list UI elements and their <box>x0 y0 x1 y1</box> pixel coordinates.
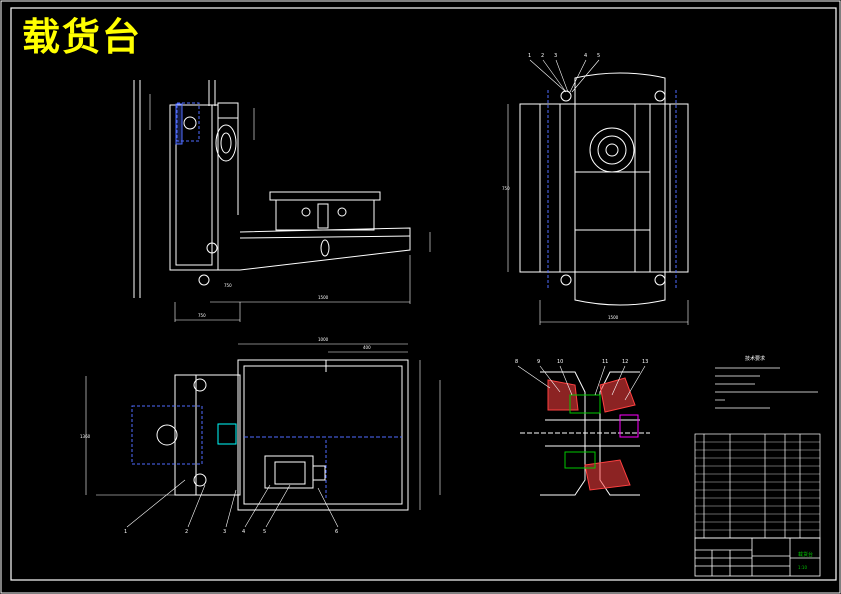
title-block-scale: 1:10 <box>798 565 807 570</box>
plan-callout-4: 4 <box>242 529 245 535</box>
detail-callout-5: 12 <box>622 359 628 365</box>
side-callout-4: 4 <box>584 53 587 59</box>
tech-notes-title: 技术要求 <box>745 355 765 362</box>
detail-section <box>520 371 650 496</box>
inner-border <box>10 7 837 581</box>
title-block-name: 载货台 <box>798 551 813 558</box>
plan-callout-6: 6 <box>335 529 338 535</box>
front-dim-label-3: 750 <box>224 283 232 288</box>
parts-list-rows <box>695 441 820 539</box>
side-callout-3: 3 <box>554 53 557 59</box>
plan-callout-5: 5 <box>263 529 266 535</box>
plan-callout-1: 1 <box>124 529 127 535</box>
detail-callout-4: 11 <box>602 359 608 365</box>
detail-callout-2: 9 <box>537 359 540 365</box>
front-dim-label-1: 750 <box>198 313 206 318</box>
plan-dim-label-2: 400 <box>363 345 371 350</box>
side-callout-2: 2 <box>541 53 544 59</box>
plan-dim-label-3: 1360 <box>80 434 91 439</box>
title-block <box>694 537 821 577</box>
plan-dim-label-1: 1000 <box>318 337 329 342</box>
parts-list <box>694 433 821 539</box>
detail-callout-6: 13 <box>642 359 648 365</box>
front-view-dimensions <box>149 94 431 322</box>
tech-notes-lines <box>715 367 818 409</box>
side-dim-label-2: 750 <box>502 186 510 191</box>
plan-callout-2: 2 <box>185 529 188 535</box>
side-view <box>519 72 689 306</box>
side-callout-5: 5 <box>597 53 600 59</box>
plan-view-dimensions <box>85 343 441 528</box>
side-dim-label-1: 1500 <box>608 315 619 320</box>
plan-callout-3: 3 <box>223 529 226 535</box>
detail-callout-3: 10 <box>557 359 563 365</box>
detail-leaders <box>517 365 646 401</box>
side-callout-1: 1 <box>528 53 531 59</box>
drawing-title: 载货台 <box>22 15 143 59</box>
side-view-leaders <box>507 59 689 325</box>
front-dim-label-2: 1500 <box>318 295 329 300</box>
front-view <box>133 80 411 298</box>
detail-callout-1: 8 <box>515 359 518 365</box>
plan-view <box>131 359 409 511</box>
